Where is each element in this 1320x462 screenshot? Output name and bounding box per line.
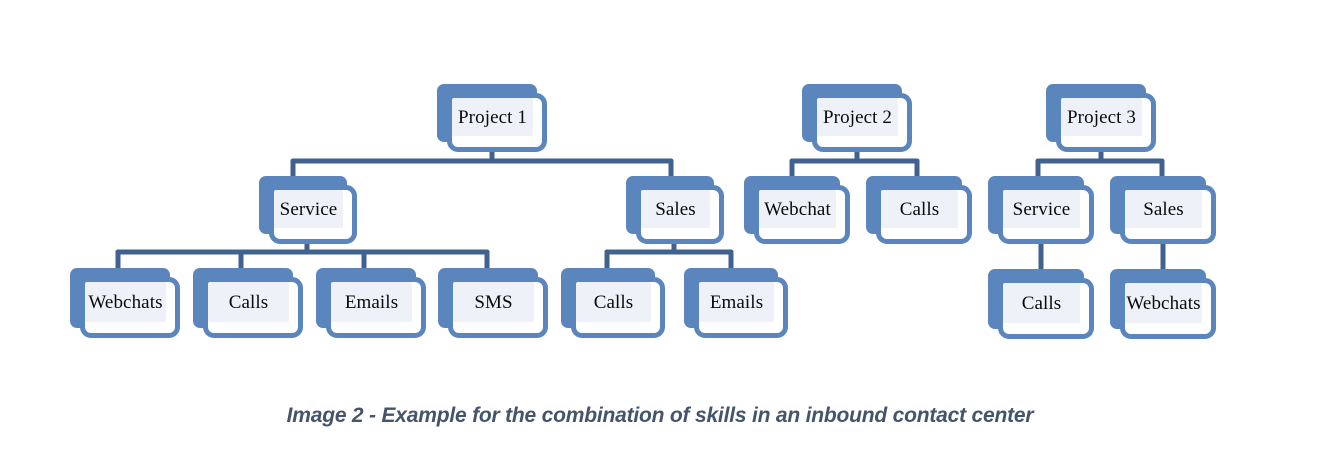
node-card: Calls [876,185,972,244]
node-card: Webchats [80,277,180,338]
node-label: Service [1012,198,1071,220]
node-card: Calls [571,277,665,338]
node-label: Webchats [88,291,163,313]
node-card: Project 1 [447,93,547,152]
node-project3-service-calls[interactable]: Calls [988,269,1094,339]
node-project1-sales[interactable]: Sales [626,176,724,244]
node-project-2[interactable]: Project 2 [802,84,912,152]
node-fill [274,190,343,228]
node-fill [759,190,836,228]
node-label: Service [279,198,338,220]
node-label: Project 2 [823,106,892,128]
node-label: Webchat [764,198,831,220]
node-fill [576,282,651,322]
node-project1-service-webchats[interactable]: Webchats [70,268,180,338]
node-card: Service [269,185,357,244]
node-project3-service[interactable]: Service [988,176,1094,244]
node-fill [331,282,412,322]
node-card: Service [998,185,1094,244]
node-project3-sales[interactable]: Sales [1110,176,1216,244]
node-project-1[interactable]: Project 1 [437,84,547,152]
node-fill [85,282,166,322]
node-card: Project 2 [812,93,912,152]
node-label: SMS [474,291,513,313]
node-fill [817,98,898,136]
node-card: Webchat [754,185,850,244]
node-label: Sales [1143,198,1184,220]
node-project1-sales-calls[interactable]: Calls [561,268,665,338]
node-label: Calls [228,291,269,313]
node-card: Project 3 [1056,93,1156,152]
node-fill [452,98,533,136]
node-label: Project 1 [458,106,527,128]
node-fill [453,282,534,322]
node-label: Emails [709,291,764,313]
node-project1-sales-emails[interactable]: Emails [684,268,788,338]
node-label: Sales [655,198,696,220]
node-fill [1003,283,1080,323]
node-card: SMS [448,277,548,338]
node-label: Calls [1021,292,1062,314]
node-fill [881,190,958,228]
node-fill [1003,190,1080,228]
node-project1-service[interactable]: Service [259,176,357,244]
node-card: Calls [998,278,1094,339]
node-label: Project 3 [1067,106,1136,128]
node-fill [1061,98,1142,136]
node-project2-calls[interactable]: Calls [866,176,972,244]
node-project1-service-sms[interactable]: SMS [438,268,548,338]
node-project-3[interactable]: Project 3 [1046,84,1156,152]
node-fill [208,282,289,322]
node-card: Emails [326,277,426,338]
node-card: Sales [1120,185,1216,244]
node-label: Calls [899,198,940,220]
figure-caption: Image 2 - Example for the combination of… [286,404,1034,427]
node-project1-service-calls[interactable]: Calls [193,268,303,338]
node-fill [1125,190,1202,228]
node-fill [1125,283,1202,323]
node-card: Emails [694,277,788,338]
node-project1-service-emails[interactable]: Emails [316,268,426,338]
node-card: Calls [203,277,303,338]
node-project2-webchat[interactable]: Webchat [744,176,850,244]
node-card: Webchats [1120,278,1216,339]
node-label: Calls [593,291,634,313]
node-fill [699,282,774,322]
node-label: Emails [344,291,399,313]
node-project3-sales-webchats[interactable]: Webchats [1110,269,1216,339]
node-label: Webchats [1126,292,1201,314]
node-card: Sales [636,185,724,244]
node-fill [641,190,710,228]
